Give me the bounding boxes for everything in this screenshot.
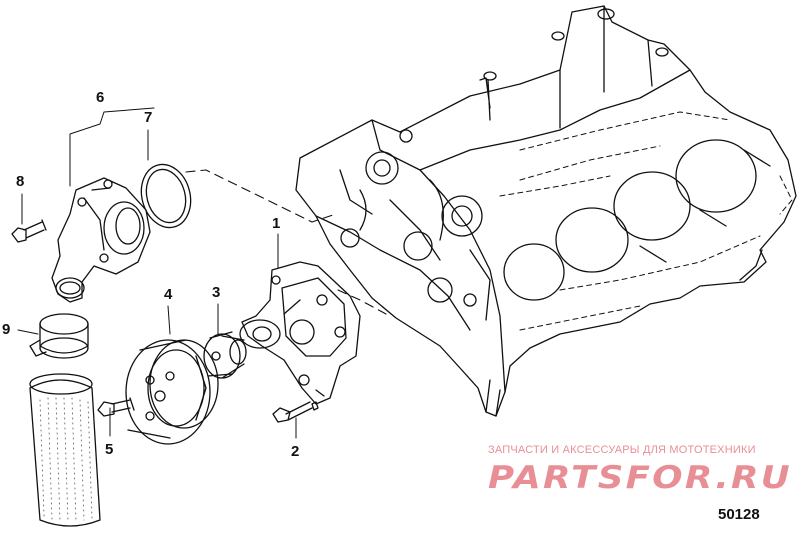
watermark-logo: PARTSFOR.RU xyxy=(488,460,792,494)
callout-3: 3 xyxy=(212,284,221,301)
callout-6: 6 xyxy=(96,89,105,106)
pulley xyxy=(125,339,219,445)
water-pump-housing xyxy=(239,261,361,405)
gasket xyxy=(140,163,192,229)
callout-9: 9 xyxy=(2,321,11,338)
assembly-leader-lines xyxy=(185,169,387,315)
thermostat-housing xyxy=(51,177,151,303)
thermostat-bolt xyxy=(11,219,47,243)
svg-text:PARTSFOR.RU: PARTSFOR.RU xyxy=(488,460,792,494)
housing-bolt xyxy=(272,401,319,423)
callout-8: 8 xyxy=(16,173,25,190)
pulley-bolt xyxy=(97,397,135,417)
callout-7: 7 xyxy=(144,109,153,126)
callout-2: 2 xyxy=(291,443,300,460)
callout-4: 4 xyxy=(164,286,173,303)
hose-clamp xyxy=(29,313,89,359)
pulley-hub xyxy=(203,331,247,379)
callout-leaders xyxy=(17,107,297,439)
callout-1: 1 xyxy=(272,215,281,232)
watermark-tagline: ЗАПЧАСТИ И АКСЕССУАРЫ ДЛЯ МОТОТЕХНИКИ xyxy=(488,444,756,456)
callout-5: 5 xyxy=(105,441,114,458)
figure-number: 50128 xyxy=(718,506,760,523)
coolant-hose xyxy=(29,373,101,527)
engine-block xyxy=(295,5,797,417)
